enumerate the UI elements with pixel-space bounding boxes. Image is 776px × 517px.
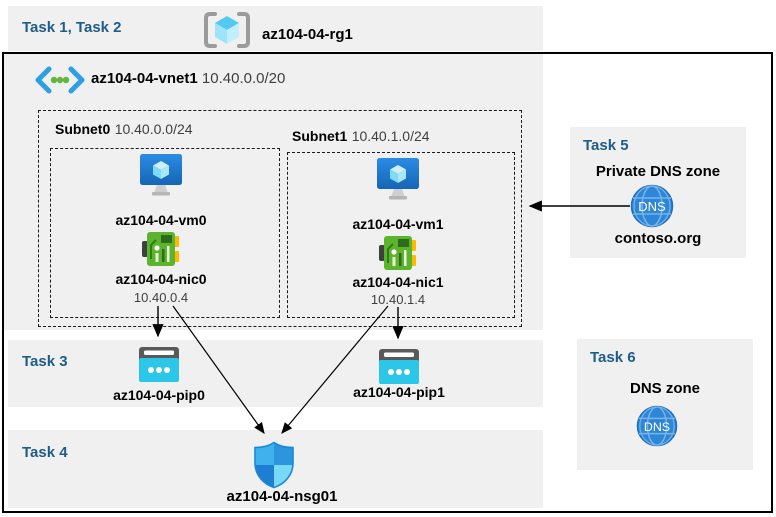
resource-group-name: az104-04-rg1 <box>262 26 353 43</box>
subnets-outer-dashed-box <box>38 110 522 327</box>
task5-box: Task 5 Private DNS zone DNS contoso.org <box>570 127 746 258</box>
svg-text:DNS: DNS <box>644 420 670 434</box>
nic1-ip: 10.40.1.4 <box>370 292 426 307</box>
nsg-label: az104-04-nsg01 <box>226 488 338 505</box>
private-dns-zone-title: Private DNS zone <box>595 163 721 180</box>
vnet-area: az104-04-vnet1 10.40.0.0/20 Subnet0 10.4… <box>4 54 543 330</box>
nic0-icon <box>142 231 180 267</box>
pip0-label: az104-04-pip0 <box>113 387 205 403</box>
private-dns-zone-name: contoso.org <box>614 230 702 247</box>
subnet1-name: Subnet1 <box>292 128 348 144</box>
nic1-icon <box>379 235 417 271</box>
resource-group-icon <box>202 10 252 50</box>
private-dns-globe-icon: DNS <box>630 184 674 228</box>
virtual-network-icon <box>35 66 85 94</box>
dns-globe-icon: DNS <box>636 405 678 447</box>
subnet0-dashed-box <box>50 148 280 318</box>
subnet0-name: Subnet0 <box>55 121 111 137</box>
task5-label: Task 5 <box>583 137 629 154</box>
pip1-label: az104-04-pip1 <box>353 384 445 400</box>
svg-text:DNS: DNS <box>638 199 666 214</box>
nic0-label: az104-04-nic0 <box>115 271 207 287</box>
vm1-icon <box>376 158 420 202</box>
vnet-title: az104-04-vnet1 10.40.0.0/20 <box>91 70 285 87</box>
nic1-label: az104-04-nic1 <box>352 274 444 290</box>
vm0-label: az104-04-vm0 <box>115 212 207 228</box>
vnet-name: az104-04-vnet1 <box>91 70 198 87</box>
vm0-icon <box>139 154 183 198</box>
task4-band: Task 4 az104-04-nsg01 <box>8 430 543 508</box>
pip1-icon <box>379 349 419 384</box>
task4-label: Task 4 <box>22 444 68 461</box>
nsg-shield-icon <box>252 441 296 489</box>
dns-zone-title: DNS zone <box>629 380 700 397</box>
task3-band: Task 3 az104-04-pip0 az104-04-pip1 <box>8 340 543 407</box>
subnet1-title: Subnet1 10.40.1.0/24 <box>292 128 430 146</box>
nic0-ip: 10.40.0.4 <box>133 290 189 305</box>
task1-task2-label: Task 1, Task 2 <box>22 19 122 36</box>
task3-label: Task 3 <box>22 353 68 370</box>
subnet0-title: Subnet0 10.40.0.0/24 <box>55 121 193 139</box>
subnet0-cidr: 10.40.0.0/24 <box>114 121 193 137</box>
task6-box: Task 6 DNS zone DNS <box>577 339 753 470</box>
subnet1-dashed-box <box>287 152 515 318</box>
subnet1-cidr: 10.40.1.0/24 <box>351 128 430 144</box>
vnet-cidr: 10.40.0.0/20 <box>201 70 286 87</box>
task1-task2-band: Task 1, Task 2 az104-04-rg1 <box>8 6 543 51</box>
task6-label: Task 6 <box>590 349 636 366</box>
pip0-icon <box>139 347 179 382</box>
vm1-label: az104-04-vm1 <box>352 216 444 232</box>
